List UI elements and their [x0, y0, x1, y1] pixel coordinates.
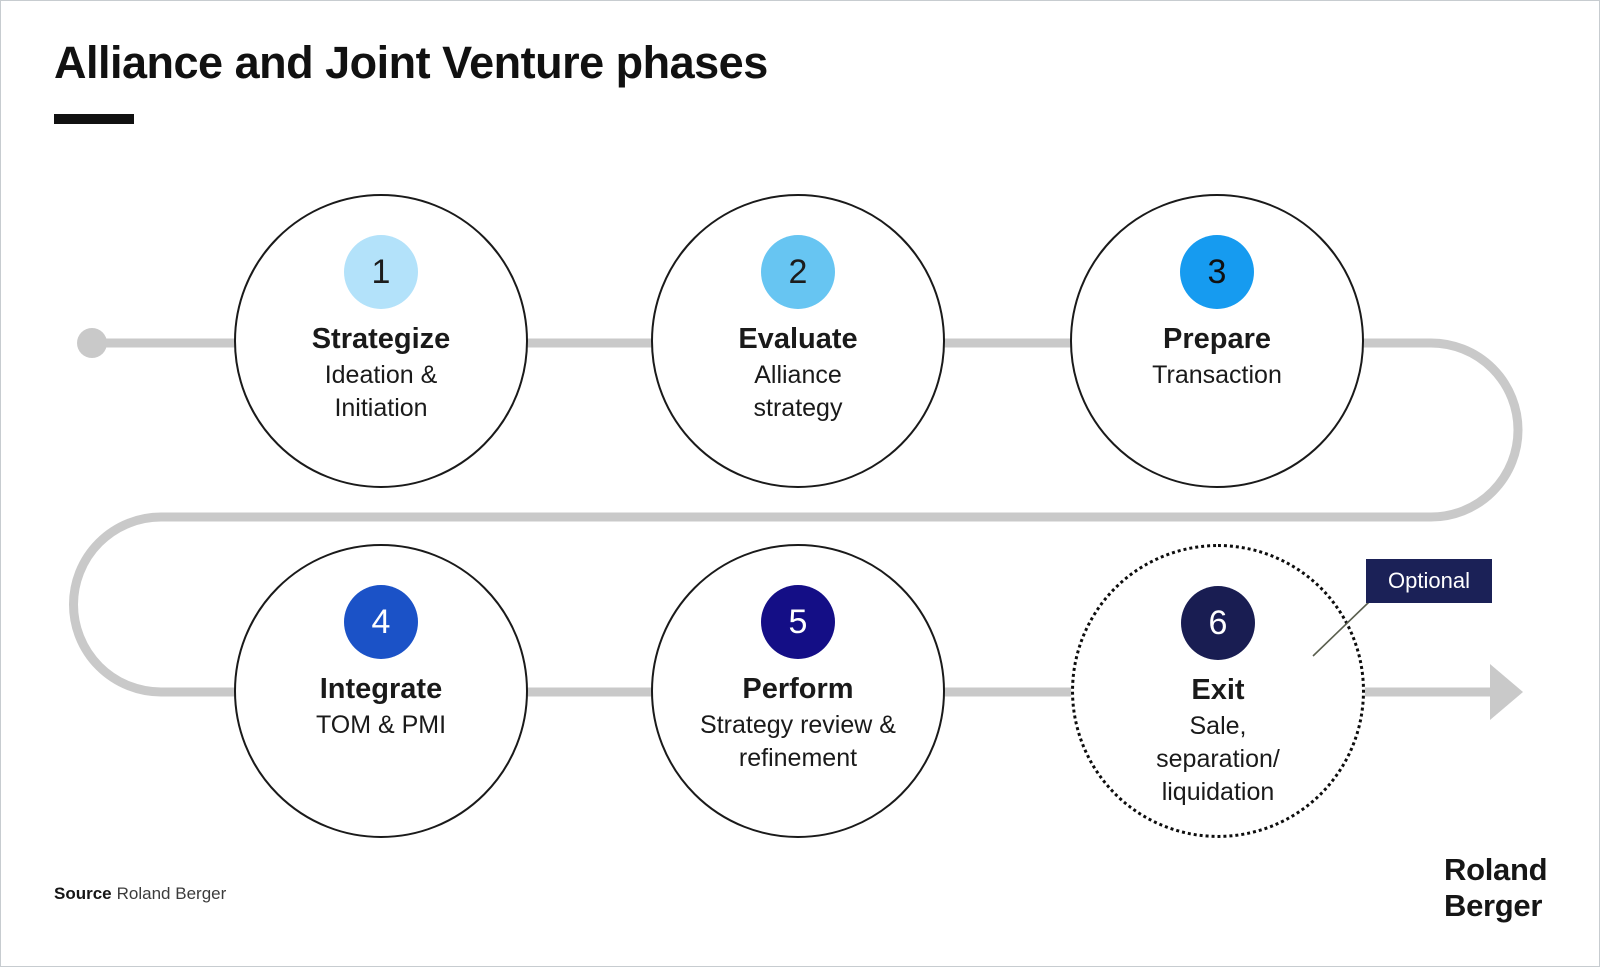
page-title: Alliance and Joint Venture phases [54, 37, 768, 88]
optional-badge: Optional [1366, 559, 1492, 603]
phase-number: 3 [1207, 252, 1227, 291]
phase-name: Prepare [1162, 323, 1271, 355]
phase-circle-perform: 5 Perform Strategy review & refinement [651, 544, 945, 838]
phase-subtitle: Alliance strategy [753, 361, 843, 423]
phase-circle-integrate: 4 Integrate TOM & PMI [234, 544, 528, 838]
phase-number-badge: 2 [761, 235, 835, 309]
phase-number: 6 [1208, 603, 1228, 642]
phase-name: Strategize [311, 323, 451, 355]
phase-number-badge: 4 [344, 585, 418, 659]
phase-subtitle: Strategy review & refinement [700, 711, 896, 773]
phase-circle-prepare: 3 Prepare Transaction [1070, 194, 1364, 488]
title-underline [54, 114, 134, 124]
phase-subtitle: Ideation & Initiation [324, 361, 438, 423]
roland-berger-logo: Roland Berger [1444, 852, 1548, 924]
phase-subtitle: Sale, separation/ liquidation [1156, 712, 1280, 807]
flow-arrowhead-icon [1490, 664, 1523, 720]
phase-number: 4 [371, 602, 391, 641]
phase-circle-strategize: 1 Strategize Ideation & Initiation [234, 194, 528, 488]
phase-number-badge: 6 [1181, 586, 1255, 660]
source-value: Roland Berger [116, 884, 227, 903]
phase-number: 1 [371, 252, 391, 291]
phase-name: Integrate [319, 673, 443, 705]
phase-number-badge: 1 [344, 235, 418, 309]
phase-circle-evaluate: 2 Evaluate Alliance strategy [651, 194, 945, 488]
phase-number: 5 [788, 602, 808, 641]
source-label: Source [54, 884, 112, 903]
phase-number-badge: 5 [761, 585, 835, 659]
phase-name: Evaluate [738, 323, 858, 355]
logo-line-1: Roland [1444, 852, 1548, 887]
logo-line-2: Berger [1444, 888, 1543, 923]
phase-circle-exit: 6 Exit Sale, separation/ liquidation [1071, 544, 1365, 838]
phase-name: Perform [742, 673, 854, 705]
phase-subtitle: Transaction [1152, 361, 1282, 390]
phase-number-badge: 3 [1180, 235, 1254, 309]
phase-subtitle: TOM & PMI [315, 711, 447, 740]
phase-name: Exit [1191, 674, 1245, 706]
flow-path [69, 338, 1523, 697]
phase-number: 2 [788, 252, 808, 291]
